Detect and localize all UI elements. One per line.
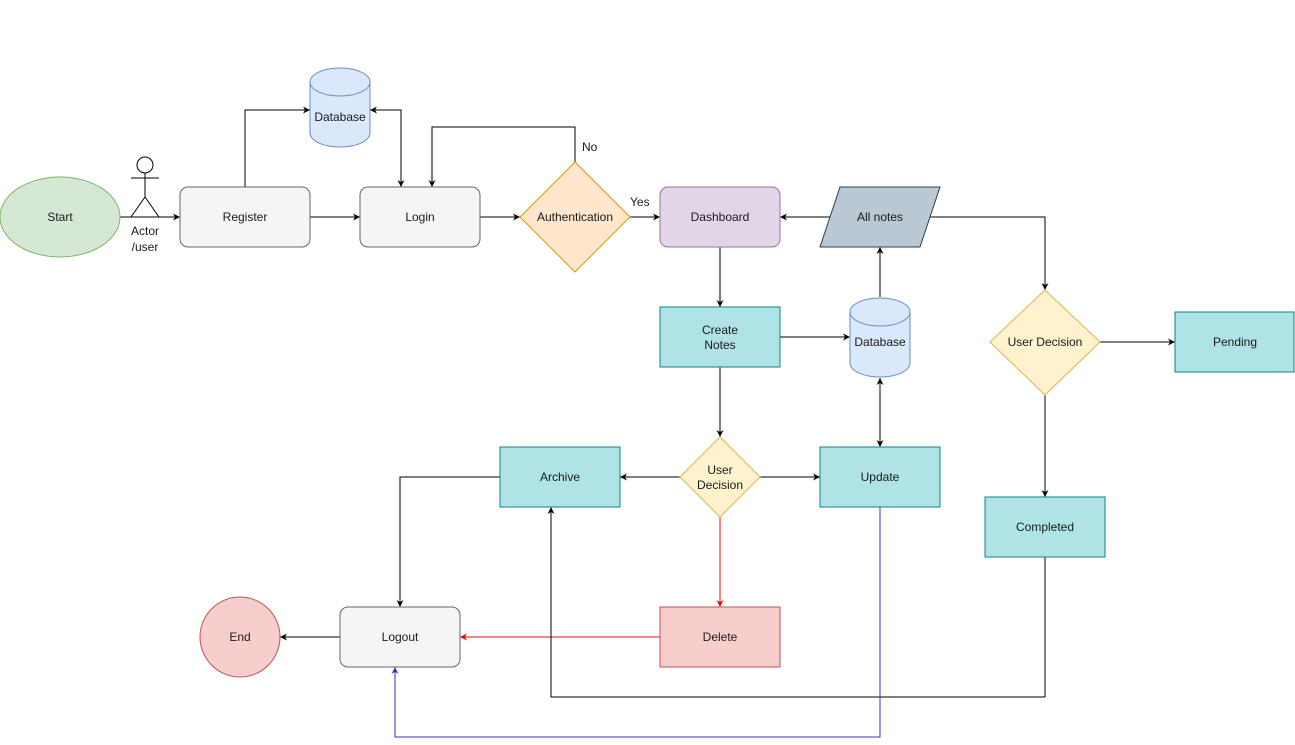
update-label: Update xyxy=(861,470,900,484)
start-node[interactable]: Start xyxy=(0,176,121,258)
login-label: Login xyxy=(405,210,434,224)
delete-label: Delete xyxy=(703,630,738,644)
completed-node[interactable]: Completed xyxy=(984,496,1106,558)
create-notes-label-line2: Notes xyxy=(704,338,735,352)
edge-register-to-database xyxy=(244,106,310,187)
database-top-label: Database xyxy=(314,110,366,124)
logout-node[interactable]: Logout xyxy=(339,606,461,668)
edge-database-login xyxy=(370,106,405,187)
actor-label-line2: /user xyxy=(132,240,159,254)
edge-allnotes-to-userdecision xyxy=(930,216,1049,290)
dashboard-node[interactable]: Dashboard xyxy=(659,186,781,248)
edge-label-yes: Yes xyxy=(630,195,650,209)
end-node[interactable]: End xyxy=(199,596,281,678)
login-node[interactable]: Login xyxy=(359,186,481,248)
end-label: End xyxy=(229,630,250,644)
user-decision-mid-label-line1: User xyxy=(707,463,732,477)
logout-label: Logout xyxy=(382,630,419,644)
update-node[interactable]: Update xyxy=(819,446,941,508)
edge-authentication-no-to-login xyxy=(428,126,576,187)
edge-archive-to-logout xyxy=(396,476,500,607)
authentication-label: Authentication xyxy=(537,210,613,224)
user-decision-right-node[interactable]: User Decision xyxy=(989,289,1101,396)
register-label: Register xyxy=(223,210,268,224)
database-top-node[interactable]: Database xyxy=(309,67,371,148)
database-mid-label: Database xyxy=(854,335,906,349)
create-notes-label-line1: Create xyxy=(702,323,738,337)
start-label: Start xyxy=(47,210,73,224)
delete-node[interactable]: Delete xyxy=(659,606,781,668)
user-decision-right-label: User Decision xyxy=(1008,335,1083,349)
database-mid-node[interactable]: Database xyxy=(849,297,911,378)
dashboard-label: Dashboard xyxy=(691,210,750,224)
authentication-node[interactable]: Authentication xyxy=(519,161,631,273)
archive-node[interactable]: Archive xyxy=(499,446,621,508)
edge-completed-to-archive xyxy=(547,507,1046,698)
edges xyxy=(120,106,1175,738)
pending-node[interactable]: Pending xyxy=(1174,311,1295,373)
create-notes-node[interactable]: Create Notes xyxy=(659,306,781,368)
register-node[interactable]: Register xyxy=(179,186,311,248)
all-notes-label: All notes xyxy=(857,210,903,224)
actor-node[interactable]: Actor /user xyxy=(130,156,160,254)
edge-update-to-logout xyxy=(391,507,881,738)
completed-label: Completed xyxy=(1016,520,1074,534)
user-decision-mid-label-line2: Decision xyxy=(697,478,743,492)
user-decision-mid-node[interactable]: User Decision xyxy=(679,436,761,518)
archive-label: Archive xyxy=(540,470,580,484)
all-notes-node[interactable]: All notes xyxy=(819,186,941,248)
edge-label-no: No xyxy=(582,140,598,154)
pending-label: Pending xyxy=(1213,335,1257,349)
actor-label-line1: Actor xyxy=(131,224,159,238)
